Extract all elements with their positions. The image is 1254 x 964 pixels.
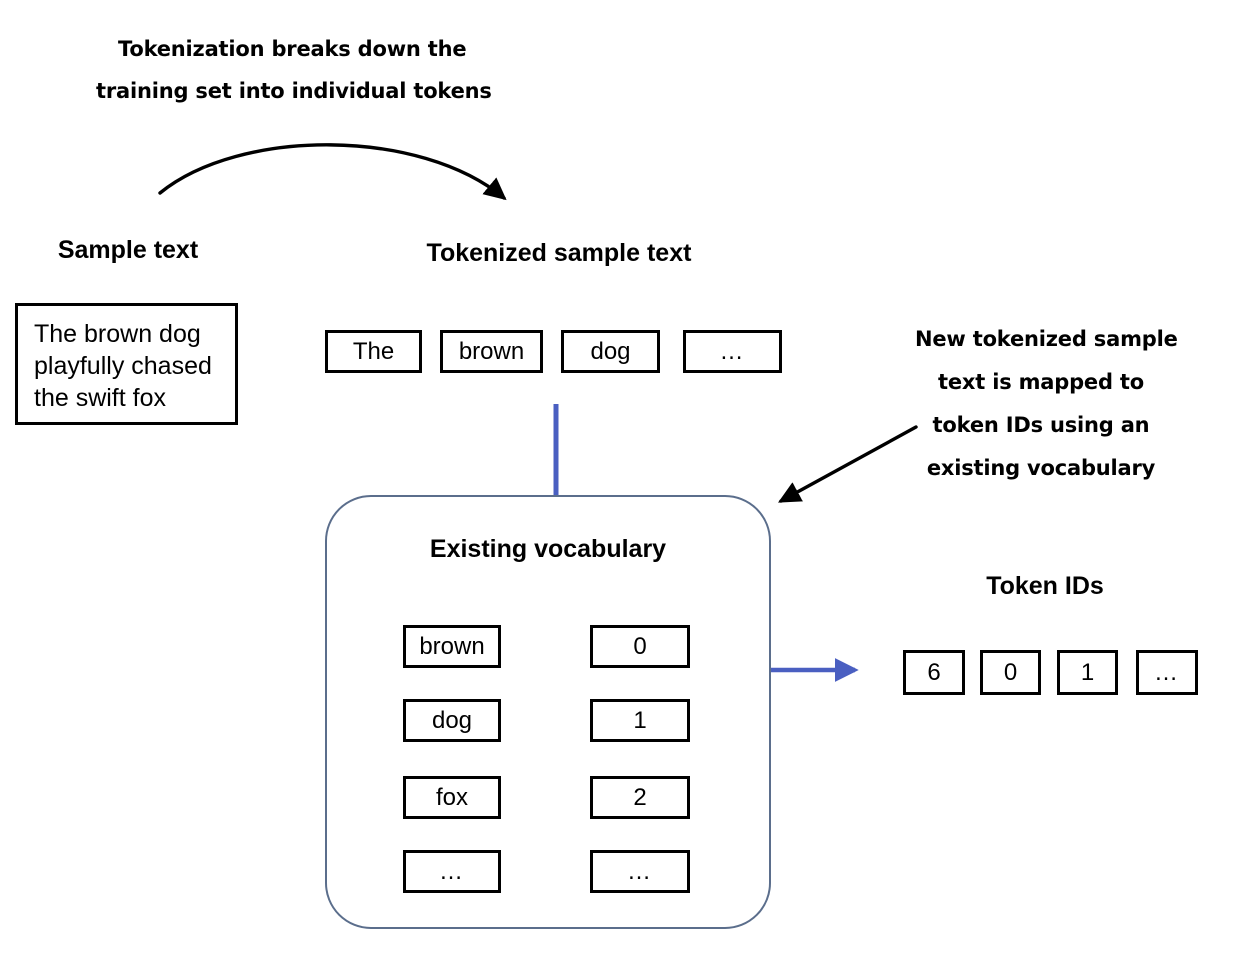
token-ids-heading: Token IDs: [986, 572, 1104, 600]
token-chip: The: [325, 330, 422, 373]
diagonal-arrow-icon: [778, 425, 918, 503]
vocab-token-cell: fox: [403, 776, 501, 819]
sample-text-line1: The brown dog: [34, 320, 201, 348]
mapping-note-line2: text is mapped to: [938, 370, 1144, 394]
curved-arrow-icon: [158, 143, 507, 201]
existing-vocabulary-heading: Existing vocabulary: [429, 535, 667, 563]
token-chip: dog: [561, 330, 660, 373]
vocab-token-cell: dog: [403, 699, 501, 742]
sample-text-line2: playfully chased: [34, 352, 212, 380]
mapping-note-line4: existing vocabulary: [926, 456, 1156, 480]
tokenization-note-line2: training set into individual tokens: [96, 79, 492, 103]
vocab-token-cell: …: [403, 850, 501, 893]
vocab-id-cell: 1: [590, 699, 690, 742]
mapping-note-line1: New tokenized sample: [915, 327, 1178, 351]
token-id-chip: …: [1136, 650, 1198, 695]
tokenized-heading: Tokenized sample text: [426, 239, 692, 267]
existing-vocabulary-container: [325, 495, 771, 929]
tokenization-note-line1: Tokenization breaks down the: [118, 37, 467, 61]
token-chip: …: [683, 330, 782, 373]
vocab-id-cell: …: [590, 850, 690, 893]
vocab-id-cell: 2: [590, 776, 690, 819]
mapping-note-line3: token IDs using an: [932, 413, 1150, 437]
token-id-chip: 6: [903, 650, 965, 695]
token-chip: brown: [440, 330, 543, 373]
vocab-token-cell: brown: [403, 625, 501, 668]
vocab-id-cell: 0: [590, 625, 690, 668]
sample-text-box: The brown dog playfully chased the swift…: [15, 303, 238, 425]
token-id-chip: 0: [980, 650, 1041, 695]
sample-text-heading: Sample text: [57, 236, 199, 264]
token-id-chip: 1: [1057, 650, 1118, 695]
sample-text-line3: the swift fox: [34, 384, 166, 412]
